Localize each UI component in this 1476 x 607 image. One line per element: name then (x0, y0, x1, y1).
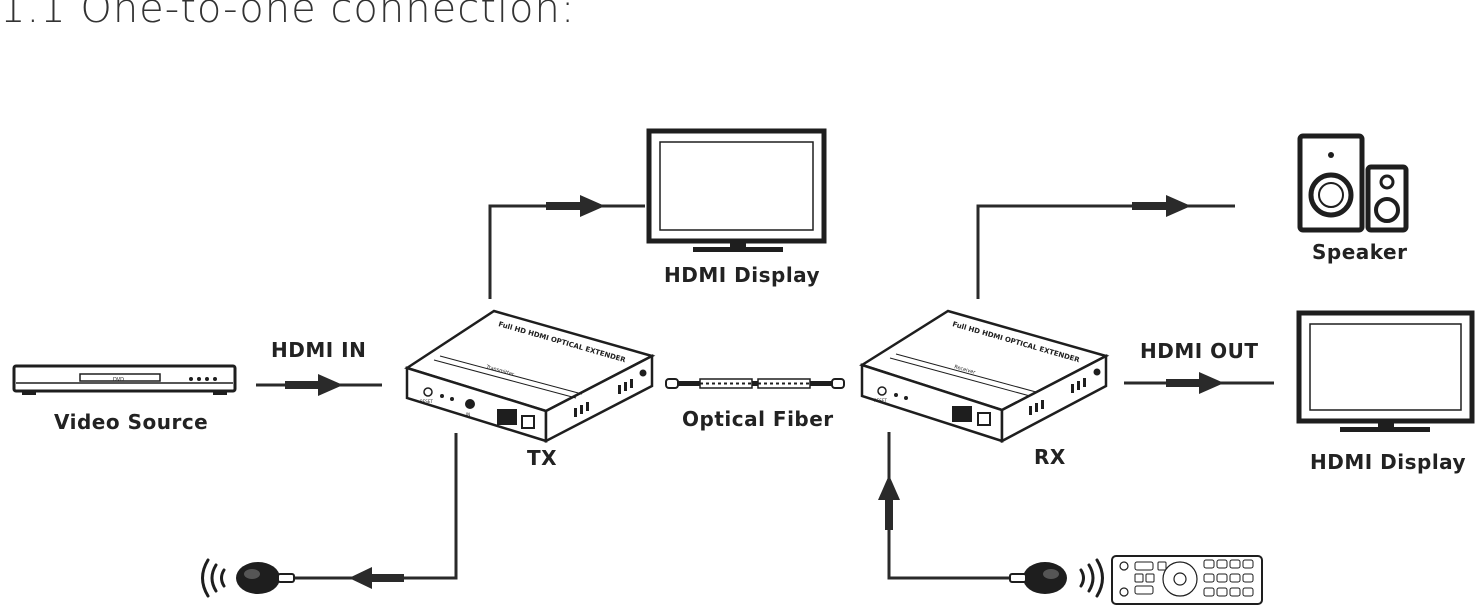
optical-fiber-label: Optical Fiber (682, 407, 834, 431)
video-source-label: Video Source (54, 410, 209, 434)
tv-icon (646, 128, 827, 252)
page-title: 1.1 One-to-one connection: (0, 0, 576, 32)
wifi-signal-icon (201, 558, 226, 598)
ir-receiver-icon (1009, 562, 1067, 594)
speaker-icon (1297, 133, 1409, 233)
tx-label: TX (527, 446, 558, 470)
rx-sub-text: Receiver (953, 364, 976, 376)
remote-control-icon (1111, 555, 1263, 605)
hdmi-out-label: HDMI OUT (1140, 339, 1259, 363)
rx-label: RX (1034, 445, 1066, 469)
tx-reset-text: RESET (420, 399, 433, 404)
speaker-label: Speaker (1312, 240, 1408, 264)
wifi-signal-icon (1079, 558, 1104, 598)
hdmi-display-top-label: HDMI Display (664, 263, 821, 287)
rx-reset-text: RESET (874, 398, 887, 403)
optical-fiber-icon (665, 378, 845, 389)
rx-receiver-device (859, 309, 1110, 444)
tv-icon (1296, 310, 1475, 432)
hdmi-in-label: HDMI IN (271, 338, 367, 362)
dvd-label: DVD (113, 377, 124, 383)
tx-transmitter-device (404, 309, 656, 444)
hdmi-display-right-label: HDMI Display (1310, 450, 1467, 474)
connection-lines (256, 195, 1274, 589)
tx-ir-in-text: IN (466, 412, 470, 417)
dvd-player-icon (12, 364, 237, 395)
ir-emitter-icon (236, 562, 295, 594)
